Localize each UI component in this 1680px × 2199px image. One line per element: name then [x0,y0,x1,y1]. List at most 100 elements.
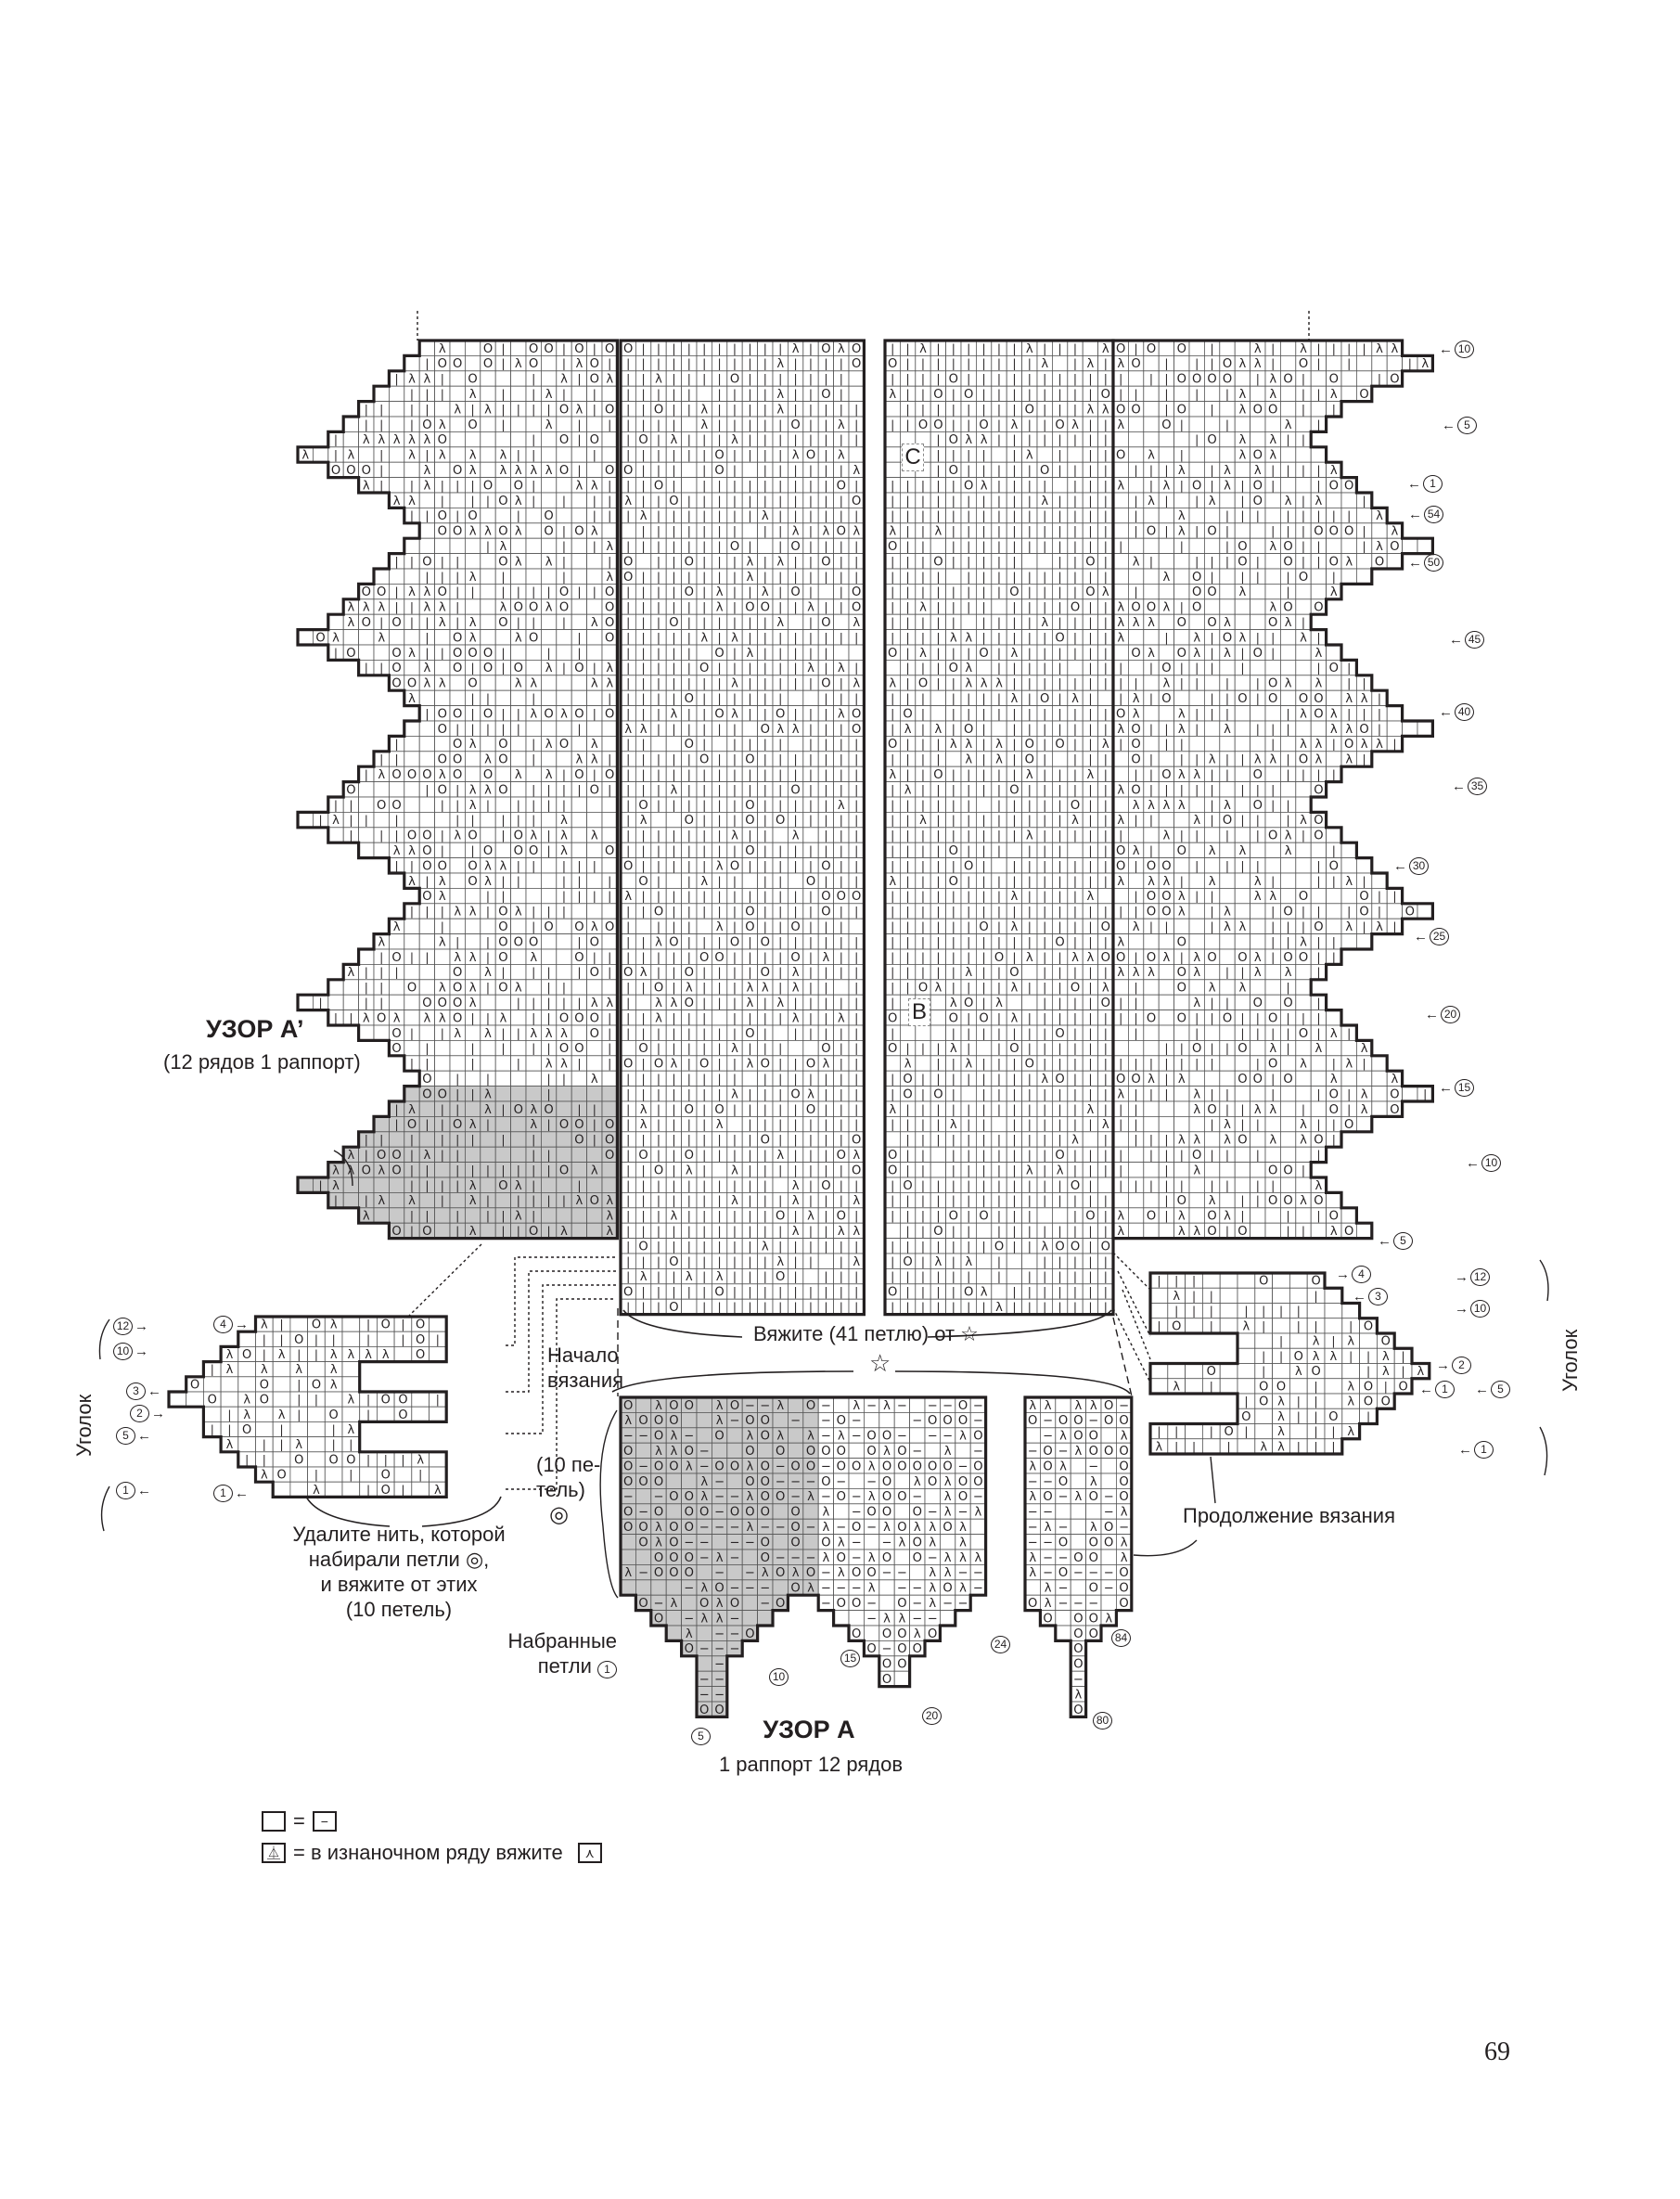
stitch-symbol: O [806,1103,815,1117]
chart-cell [635,553,652,570]
stitch-symbol: | [748,342,751,356]
stitch-symbol: | [410,418,414,432]
stitch-symbol: | [891,906,894,919]
stitch-symbol: | [824,418,827,432]
stitch-symbol: λ [965,677,972,691]
stitch-symbol: λ [935,723,943,737]
stitch-symbol: O [407,768,417,782]
stitch-symbol: | [1043,875,1046,889]
chart-cell [494,994,512,1010]
stitch-symbol: | [1104,418,1108,432]
stitch-symbol: | [501,571,505,585]
stitch-symbol: O [544,525,553,539]
chart-cell [525,660,542,676]
stitch-symbol: | [562,525,566,539]
stitch-symbol: | [809,1255,813,1269]
stitch-symbol: | [517,449,520,463]
stitch-symbol: | [982,814,986,828]
stitch-symbol: | [733,768,737,782]
chart-cell [601,1070,618,1087]
chart-cell [571,508,588,524]
stitch-symbol: | [891,418,894,432]
stitch-symbol: | [763,631,767,645]
chart-cell [464,918,481,935]
stitch-symbol: λ [792,829,800,843]
stitch-symbol: | [718,692,722,706]
stitch-symbol: λ [671,783,678,797]
stitch-symbol: O [559,585,569,599]
stitch-symbol: | [733,844,737,858]
stitch-symbol: | [906,920,910,934]
stitch-symbol: O [888,357,897,371]
stitch-symbol: O [745,906,754,919]
stitch-symbol: | [809,997,813,1010]
stitch-symbol: O [994,951,1004,965]
stitch-symbol: | [778,525,782,539]
chart-cell [388,781,405,798]
stitch-symbol: | [1028,601,1032,615]
chart-cell [449,1040,466,1057]
stitch-symbol: | [748,403,751,417]
stitch-symbol: | [1043,647,1046,661]
chart-cell [601,903,618,919]
stitch-symbol: λ [853,1194,860,1208]
stitch-symbol: | [840,738,843,752]
stitch-symbol: | [1028,783,1032,797]
chart-cell [297,994,314,1010]
chart-cell [571,1162,588,1178]
stitch-symbol: | [982,966,986,980]
stitch-symbol: O [346,647,355,661]
stitch-symbol: | [1043,920,1046,934]
stitch-symbol: | [1058,525,1062,539]
chart-cell [884,660,901,676]
stitch-symbol: O [1071,601,1080,615]
stitch-symbol: | [1012,540,1016,554]
stitch-symbol: | [778,1073,782,1087]
chart-cell [571,385,588,403]
stitch-symbol: | [657,647,660,661]
stitch-symbol: | [702,1240,706,1254]
chart-cell [848,446,865,463]
chart-cell [556,1207,572,1224]
stitch-symbol: O [468,829,477,843]
stitch-symbol: | [794,1286,798,1300]
stitch-symbol: λ [515,555,522,569]
chart-cell [741,522,759,539]
chart-cell [358,827,375,843]
chart-cell [404,461,420,479]
stitch-symbol: λ [965,738,972,752]
stitch-symbol: | [642,449,646,463]
stitch-symbol: | [626,509,630,523]
chart-cell [494,1070,512,1087]
stitch-symbol: | [455,1210,459,1224]
stitch-symbol: | [455,479,459,493]
chart-cell [480,508,496,524]
stitch-symbol: λ [424,479,431,493]
stitch-symbol: λ [904,723,912,737]
stitch-symbol: | [1058,723,1062,737]
stitch-symbol: λ [560,814,568,828]
stitch-symbol: | [608,1011,611,1025]
stitch-symbol: O [806,875,815,889]
stitch-symbol: λ [792,982,800,996]
stitch-symbol: | [1028,585,1032,599]
stitch-symbol: O [654,906,663,919]
stitch-symbol: | [657,1118,660,1132]
stitch-symbol: λ [1026,342,1033,356]
chart-cell [464,598,481,615]
chart-cell [541,720,558,737]
chart-cell [525,1086,542,1102]
stitch-symbol: | [997,1027,1001,1041]
stitch-symbol: | [840,1179,843,1193]
stitch-symbol: | [486,1011,490,1025]
stitch-symbol: | [718,631,722,645]
stitch-symbol: | [748,357,751,371]
stitch-symbol: | [809,616,813,630]
stitch-symbol: | [517,616,520,630]
stitch-symbol: | [657,753,660,767]
stitch-symbol: λ [700,418,708,432]
stitch-symbol: | [593,509,596,523]
stitch-symbol: | [906,951,910,965]
stitch-symbol: O [714,464,724,478]
stitch-symbol: | [379,982,383,996]
